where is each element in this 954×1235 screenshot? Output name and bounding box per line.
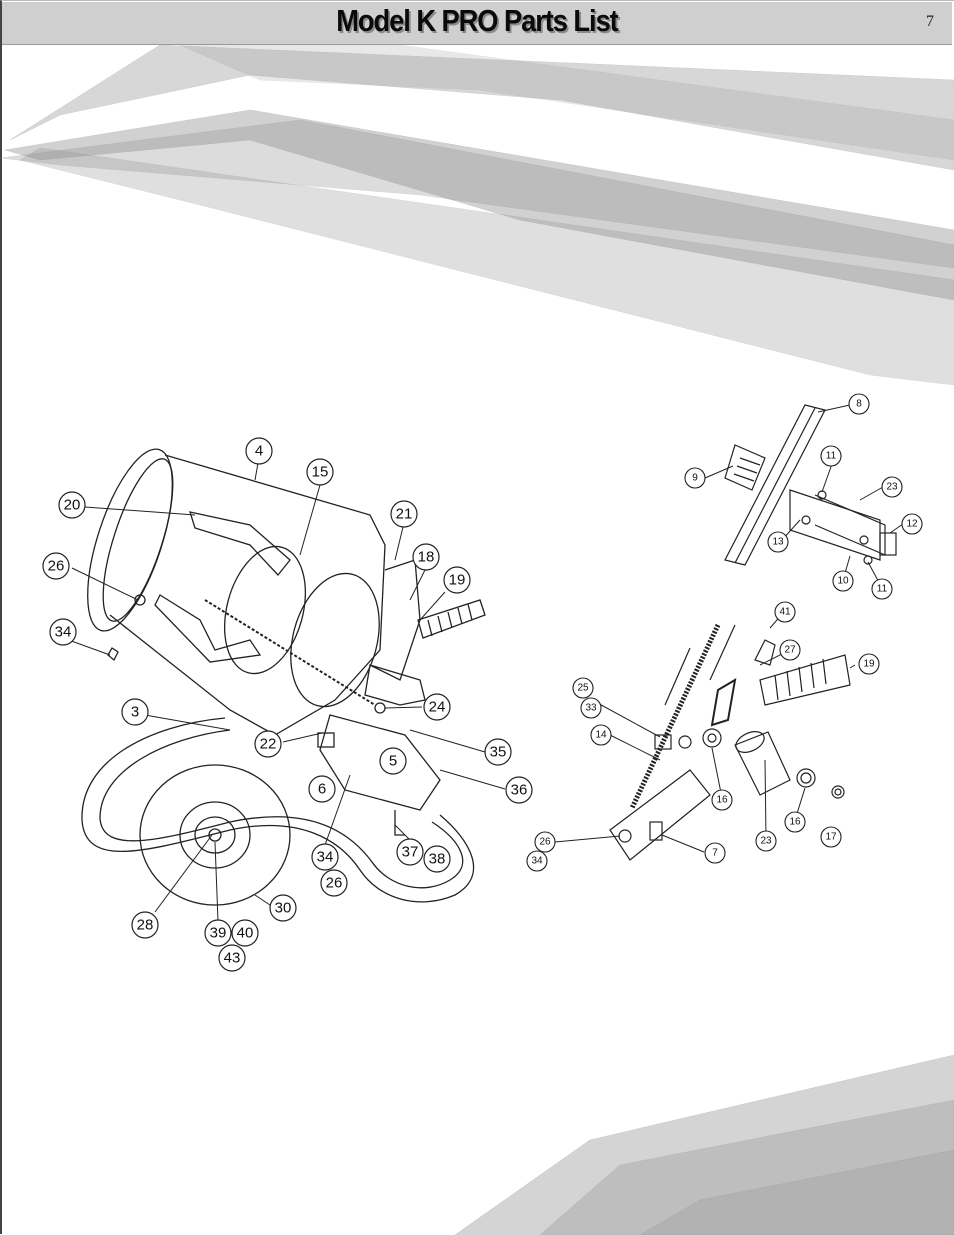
- callout-22: 22: [260, 736, 277, 753]
- pulley-assembly-drawing: [724, 404, 897, 566]
- callout-25: 25: [577, 683, 589, 694]
- callout-23: 23: [886, 482, 898, 493]
- callout-16: 16: [716, 795, 728, 806]
- callout-8: 8: [856, 399, 862, 410]
- callout-21: 21: [396, 506, 413, 523]
- callout-18: 18: [418, 549, 435, 566]
- callout-7: 7: [712, 848, 718, 859]
- callout-38: 38: [429, 851, 446, 868]
- callout-23-right: 23: [760, 836, 772, 847]
- lever-callout-labels: 7 14 16 16 17 19 23 25 26 27 33 34 41: [531, 607, 875, 867]
- mixer-callout-labels: 3 4 5 6 15 18 19 20 21 22 24 26 26 28 30…: [48, 443, 528, 967]
- callout-6: 6: [318, 781, 326, 798]
- callout-33: 33: [585, 703, 597, 714]
- callout-43: 43: [224, 950, 241, 967]
- mixer-leader-lines: [62, 462, 506, 922]
- callout-12: 12: [906, 519, 918, 530]
- title-bar: [2, 2, 952, 45]
- callout-26: 26: [48, 558, 65, 575]
- callout-17: 17: [825, 832, 837, 843]
- callout-26-lower: 26: [326, 875, 343, 892]
- callout-39: 39: [210, 925, 227, 942]
- callout-24: 24: [429, 699, 446, 716]
- callout-11: 11: [826, 451, 837, 462]
- callout-13: 13: [772, 537, 784, 548]
- callout-34-lower: 34: [317, 849, 334, 866]
- callout-19-right: 19: [863, 659, 875, 670]
- lever-callout-circles: [526, 601, 880, 872]
- callout-35: 35: [490, 744, 507, 761]
- callout-11-lower: 11: [877, 584, 888, 595]
- pulley-callout-circles: [684, 393, 923, 600]
- pulley-callout-labels: 8 9 10 11 11 12 13 23: [692, 399, 918, 595]
- callout-34: 34: [55, 624, 72, 641]
- page-number: 7: [926, 13, 934, 30]
- callout-28: 28: [137, 917, 154, 934]
- callout-20: 20: [64, 497, 81, 514]
- callout-10: 10: [837, 576, 849, 587]
- callout-9: 9: [692, 473, 698, 484]
- page-title: Model K PRO Parts List: [336, 3, 619, 38]
- callout-30: 30: [275, 900, 292, 917]
- callout-36: 36: [511, 782, 528, 799]
- callout-27: 27: [784, 645, 796, 656]
- pulley-leader-lines: [704, 404, 904, 589]
- mixer-callout-circles: [42, 437, 533, 972]
- callout-3: 3: [131, 704, 139, 721]
- lever-assembly-drawing: [609, 623, 851, 861]
- callout-5: 5: [389, 753, 397, 770]
- callout-14: 14: [595, 730, 607, 741]
- callout-40: 40: [237, 925, 254, 942]
- callout-26-right: 26: [539, 837, 551, 848]
- mixer-assembly-drawing: [81, 448, 486, 906]
- callout-4: 4: [255, 443, 263, 460]
- callout-34-right: 34: [531, 856, 543, 867]
- callout-41: 41: [779, 607, 791, 618]
- callout-37: 37: [402, 844, 419, 861]
- callout-19: 19: [449, 572, 466, 589]
- callout-15: 15: [312, 464, 329, 481]
- callout-16-second: 16: [789, 817, 801, 828]
